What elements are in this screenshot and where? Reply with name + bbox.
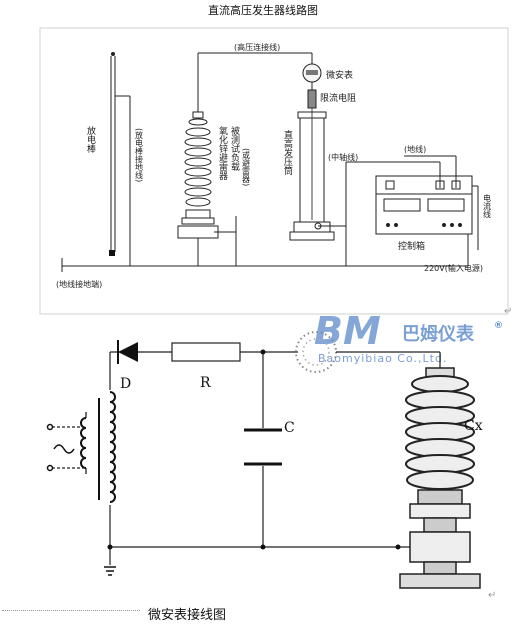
ground-symbol <box>104 566 116 576</box>
input-power-label: 220V(输入电源) <box>424 263 483 273</box>
dc-generator-label: 直高发压筒 <box>282 129 293 176</box>
current-limit-resistor <box>307 89 317 109</box>
junction-top <box>260 349 266 355</box>
para-mark-2: ↵ <box>488 590 496 601</box>
control-box <box>375 175 473 235</box>
top-title: 直流高压发生器线路图 <box>208 3 318 17</box>
brand-logo: BM 巴姆仪表 ® Baomyibiao Co.,Ltd. <box>314 309 503 365</box>
microammeter-label: 微安表 <box>326 69 353 81</box>
junction-bottom-left <box>107 544 113 550</box>
resistor-r <box>171 342 241 362</box>
zinc-arrester-label: 氧化锌避雷器 <box>217 125 228 180</box>
diode-label: D <box>120 376 131 392</box>
discharge-rod-ground-label: (放电棒接地线) <box>135 128 144 182</box>
caption: 微安表接线图 <box>0 604 260 624</box>
hv-wire-label: (高压连接线) <box>234 42 280 52</box>
logo-name-en: Baomyibiao Co.,Ltd. <box>318 352 447 365</box>
top-panel-frame <box>39 27 509 315</box>
or-arrester-label: (或避雷器) <box>242 148 251 186</box>
logo-mark: BM <box>314 309 381 353</box>
load-insulator-cx <box>399 367 481 589</box>
generator-tube <box>289 108 335 241</box>
transformer <box>80 391 116 503</box>
logo-name-cn: 巴姆仪表 <box>402 323 475 345</box>
current-limit-resistor-label: 限流电阻 <box>320 92 356 104</box>
arrester-top <box>177 66 237 266</box>
current-wire-label: 电流线 <box>483 193 492 218</box>
logo-registered: ® <box>494 321 503 331</box>
resistor-label: R <box>200 375 211 391</box>
discharge-rod <box>109 52 131 266</box>
ground-wire-label: (地线) <box>404 144 426 154</box>
para-mark-1: ↵ <box>504 306 512 317</box>
dut-load-label: 被测试负载 <box>229 125 240 172</box>
control-box-label: 控制箱 <box>398 240 425 252</box>
junction-bottom-right <box>395 544 401 550</box>
ac-source <box>46 423 86 472</box>
middle-wire-label: (中轴线) <box>328 152 358 162</box>
caption-leader <box>2 610 140 611</box>
capacitor-label: C <box>284 420 295 436</box>
caption-text: 微安表接线图 <box>148 608 227 623</box>
discharge-rod-label: 放电棒 <box>85 125 96 154</box>
diode-d <box>117 340 138 364</box>
microammeter <box>302 53 322 90</box>
junction-bottom-mid <box>260 544 266 550</box>
load-label: Cx <box>464 418 483 434</box>
ground-terminal-label: (地线接地端) <box>56 279 102 289</box>
